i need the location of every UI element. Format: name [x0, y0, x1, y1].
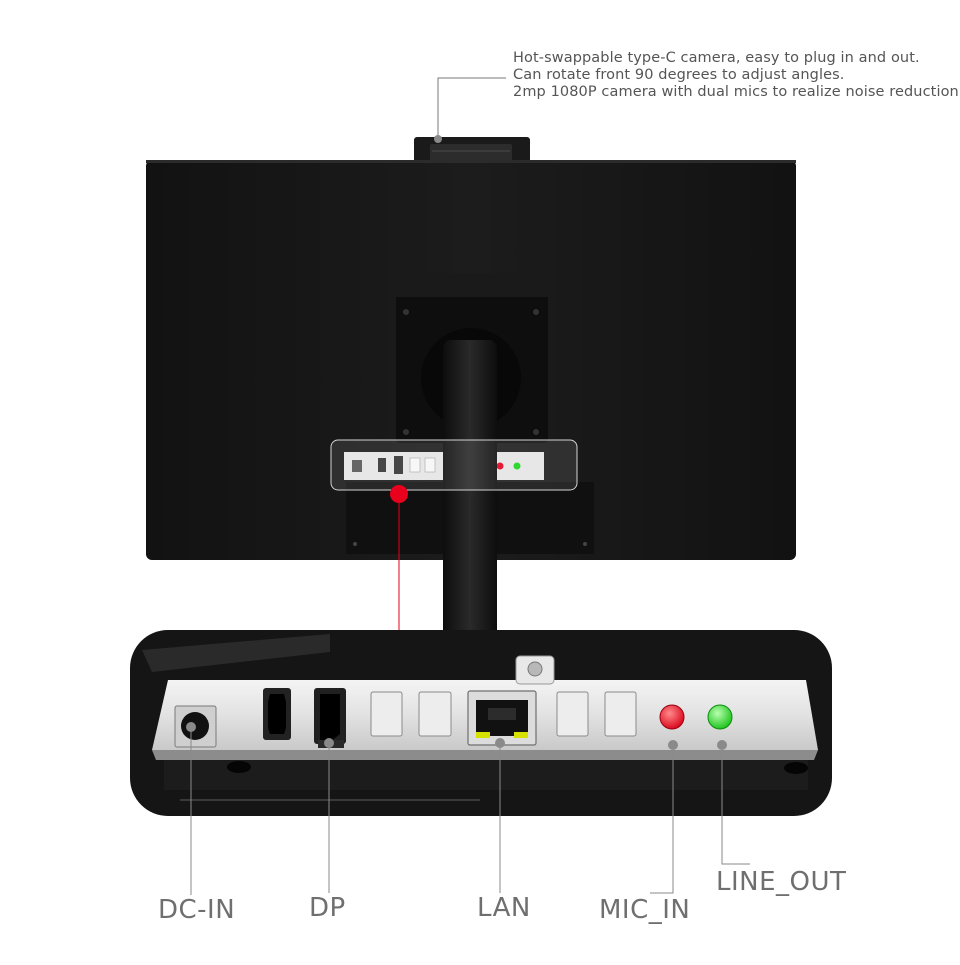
usb-port-2 — [418, 691, 452, 737]
camera-module — [414, 137, 530, 165]
callout-line-1: Hot-swappable type-C camera, easy to plu… — [513, 50, 920, 66]
usb-port-3 — [556, 691, 589, 737]
line-out-label: LINE_OUT — [716, 867, 847, 897]
lan-label: LAN — [477, 893, 531, 923]
port-highlight-frame — [330, 439, 578, 491]
dp-label: DP — [309, 893, 346, 923]
callout-line-2: Can rotate front 90 degrees to adjust an… — [513, 67, 845, 83]
callout-line-3: 2mp 1080P camera with dual mics to reali… — [513, 84, 960, 100]
label-leader-dots — [186, 722, 727, 750]
hdmi-port — [263, 688, 291, 740]
mic-in-label: MIC_IN — [599, 895, 691, 925]
mic-in-jack — [659, 704, 685, 730]
camera-feature-callout: Hot-swappable type-C camera, easy to plu… — [513, 50, 960, 101]
line-out-jack — [707, 704, 733, 730]
usb-port-1 — [370, 691, 403, 737]
usb-port-4 — [604, 691, 637, 737]
camera-callout-dot — [434, 135, 442, 143]
lan-port — [467, 690, 537, 746]
zoom-indicator-dot — [390, 485, 408, 503]
label-leader-lines — [190, 727, 750, 895]
port-panel-closeup — [130, 630, 832, 816]
camera-callout-line — [437, 77, 506, 138]
dc-in-label: DC-IN — [158, 895, 236, 925]
